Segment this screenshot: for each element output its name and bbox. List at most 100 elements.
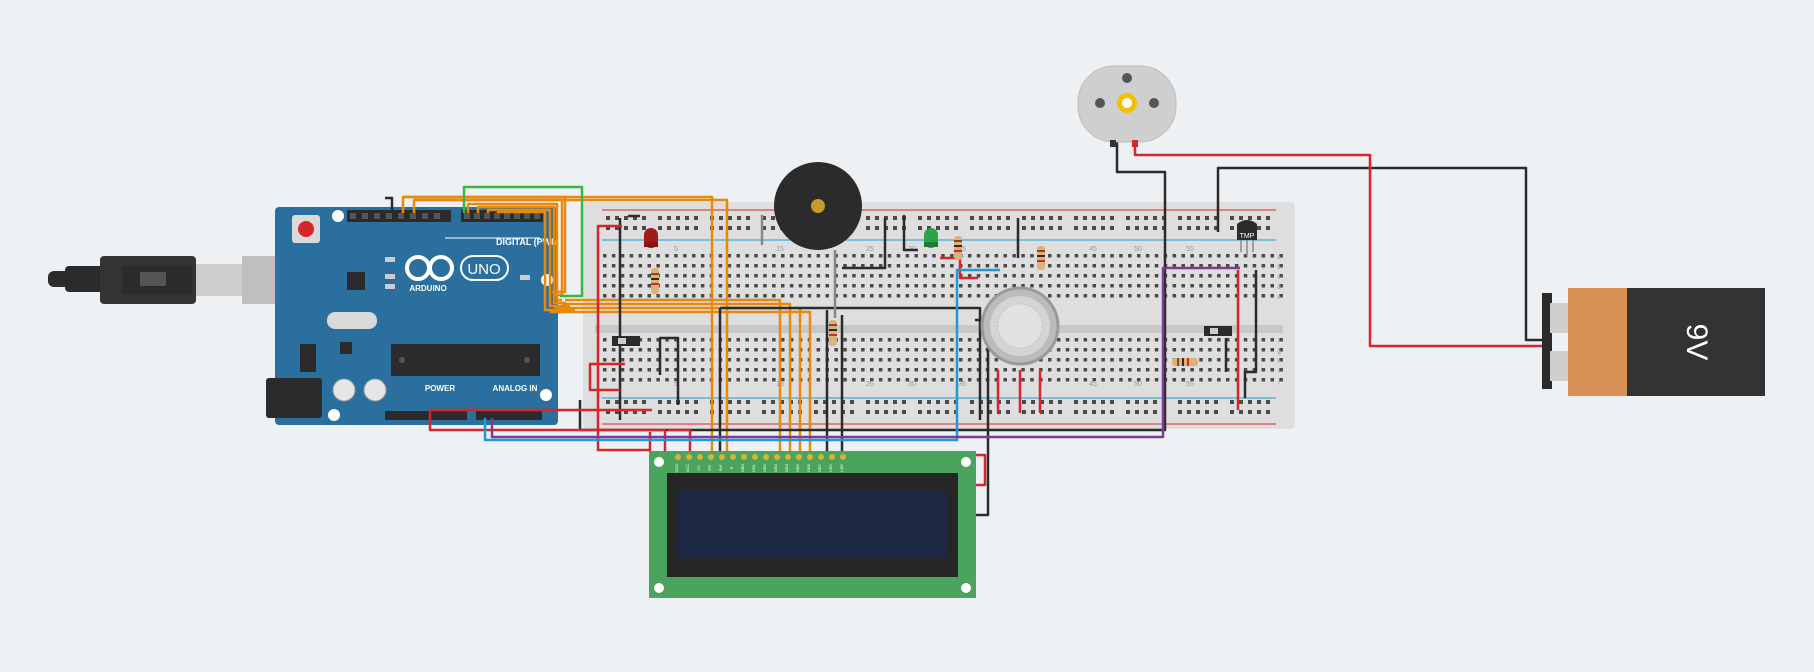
wire-red xyxy=(428,408,667,455)
row-letter: d xyxy=(1277,285,1280,291)
resistor[interactable] xyxy=(651,268,659,294)
wire-orange xyxy=(496,210,575,312)
analog-section-label: ANALOG IN xyxy=(493,384,538,393)
wire-purple xyxy=(490,266,1240,439)
row-letter: j xyxy=(1277,379,1279,385)
column-number: 45 xyxy=(1089,381,1097,388)
lcd-pin[interactable] xyxy=(774,454,780,460)
slide-switch[interactable] xyxy=(612,336,640,346)
usb-chip xyxy=(347,272,365,290)
row-letter: e xyxy=(1277,295,1281,301)
power-section-label: POWER xyxy=(425,384,455,393)
dc-motor[interactable] xyxy=(1077,65,1177,147)
voltage-regulator xyxy=(300,344,316,372)
wire-orange xyxy=(466,202,562,302)
analog-header xyxy=(476,411,542,420)
wire-black xyxy=(578,140,1167,432)
wire-black xyxy=(1216,166,1550,342)
lcd-pin-label: LED xyxy=(839,464,844,472)
column-number: 55 xyxy=(1186,246,1194,253)
power-jack[interactable] xyxy=(266,378,322,418)
lcd-pin[interactable] xyxy=(785,454,791,460)
battery-9v[interactable]: 9V xyxy=(1542,288,1765,396)
lcd-pin-label: DB7 xyxy=(817,463,822,472)
resistor[interactable] xyxy=(954,236,962,260)
lcd-pin-label: DB6 xyxy=(806,463,811,472)
lcd-pin[interactable] xyxy=(763,454,769,460)
lcd-pin[interactable] xyxy=(697,454,703,460)
battery-label: 9V xyxy=(1680,324,1713,361)
wire-orange xyxy=(565,298,782,455)
breadboard[interactable]: 551515252530303535454550505555 abcdefghi… xyxy=(583,202,1295,429)
resistor[interactable] xyxy=(829,320,837,346)
lcd-pin[interactable] xyxy=(829,454,835,460)
lcd-pin[interactable] xyxy=(840,454,846,460)
gas-sensor[interactable] xyxy=(980,286,1060,366)
wire-red xyxy=(668,428,692,455)
lcd-pin[interactable] xyxy=(752,454,758,460)
wire-orange xyxy=(476,205,566,305)
lcd-pin-label: DB2 xyxy=(762,463,767,472)
row-letter: c xyxy=(1278,275,1281,281)
board-leds xyxy=(385,257,530,289)
resistor[interactable] xyxy=(1172,358,1198,366)
lcd-pin[interactable] xyxy=(818,454,824,460)
wire-black xyxy=(720,306,982,420)
wire-red xyxy=(596,224,652,452)
column-number: 15 xyxy=(776,246,784,253)
lcd-pin[interactable] xyxy=(796,454,802,460)
lcd-pin-label: DB1 xyxy=(751,463,756,472)
column-number: 5 xyxy=(674,381,678,388)
row-letter: g xyxy=(1277,349,1280,355)
lcd-pin[interactable] xyxy=(686,454,692,460)
slide-switch[interactable] xyxy=(1204,326,1232,336)
lcd-pin[interactable] xyxy=(807,454,813,460)
wire-blue xyxy=(483,268,1000,442)
buzzer[interactable] xyxy=(774,162,862,250)
arduino-uno-board[interactable]: DIGITAL (PWM~) UNO ARDUINO POWER ANALOG … xyxy=(266,207,567,425)
led-green[interactable] xyxy=(924,228,938,248)
atmega-chip xyxy=(391,344,540,376)
lcd-pin[interactable] xyxy=(730,454,736,460)
row-letter: f xyxy=(1278,339,1280,345)
row-letter: h xyxy=(1277,359,1280,365)
column-number: 25 xyxy=(866,246,874,253)
wire-orange xyxy=(486,208,570,308)
arduino-logo xyxy=(405,255,509,281)
wire-red xyxy=(588,362,625,392)
column-number: 35 xyxy=(958,246,966,253)
column-number: 30 xyxy=(908,381,916,388)
transistor[interactable]: TMP xyxy=(1237,220,1257,256)
wire-black xyxy=(902,215,918,252)
transistor-label: TMP xyxy=(1240,233,1255,240)
power-header xyxy=(385,411,467,420)
wire-orange xyxy=(403,195,714,455)
lcd-pin[interactable] xyxy=(708,454,714,460)
lcd-pin[interactable] xyxy=(719,454,725,460)
wire-red xyxy=(975,453,987,487)
lcd-pin[interactable] xyxy=(675,454,681,460)
lcd-pin-label: DB3 xyxy=(773,463,778,472)
wire-black xyxy=(658,336,680,405)
column-number: 50 xyxy=(1134,381,1142,388)
column-number: 45 xyxy=(1089,246,1097,253)
row-letter: b xyxy=(1277,265,1281,271)
wires[interactable] xyxy=(385,140,1550,517)
crystal-oscillator xyxy=(327,312,377,329)
wire-green xyxy=(462,185,584,298)
lcd-pin-label: VCC xyxy=(685,464,690,473)
led-red[interactable] xyxy=(644,228,658,248)
digital-section-label: DIGITAL (PWM~) xyxy=(496,237,567,247)
row-letter: a xyxy=(1277,255,1281,261)
lcd-pin[interactable] xyxy=(741,454,747,460)
lcd-pin-label: RW xyxy=(718,464,723,471)
resistor[interactable] xyxy=(1037,246,1045,270)
uno-label: UNO xyxy=(467,261,500,278)
column-number: 55 xyxy=(1186,381,1194,388)
arduino-brand-label: ARDUINO xyxy=(409,284,446,293)
lcd-pin-label: GND xyxy=(674,463,679,472)
